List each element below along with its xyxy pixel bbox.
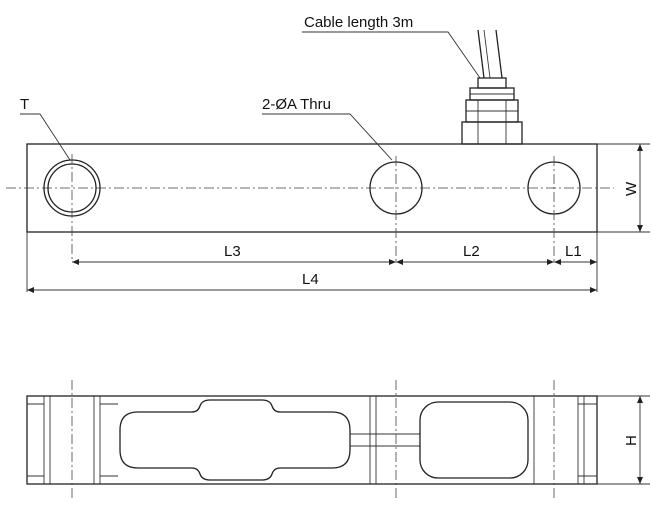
left-end-detail — [27, 380, 118, 498]
thread-callout: T — [20, 96, 29, 113]
holes-callout: 2-ØA Thru — [262, 96, 331, 113]
dim-l1-label: L1 — [565, 243, 582, 260]
dim-h-label: H — [623, 435, 640, 446]
right-end-detail — [369, 380, 597, 498]
threaded-hole — [43, 154, 101, 262]
beam-body-side — [26, 395, 598, 485]
leader-lines — [20, 31, 481, 161]
dim-l4-label: L4 — [302, 271, 319, 288]
through-hole-2 — [527, 156, 581, 262]
top-view: Cable length 3m T 2-ØA Thru L3 L2 L1 L4 … — [6, 14, 650, 293]
side-view: H — [26, 380, 650, 498]
cable — [477, 29, 503, 79]
cable-gland — [461, 77, 523, 145]
connecting-slot — [350, 433, 420, 447]
dimension-lines — [27, 143, 650, 293]
dim-l2-label: L2 — [463, 243, 480, 260]
strain-pocket-right — [419, 401, 529, 479]
dim-l3-label: L3 — [224, 243, 241, 260]
dim-w-label: W — [623, 181, 640, 196]
dim-h — [597, 395, 650, 485]
through-hole-1 — [369, 156, 423, 262]
cable-callout: Cable length 3m — [304, 14, 413, 31]
strain-pocket-left — [119, 399, 351, 481]
